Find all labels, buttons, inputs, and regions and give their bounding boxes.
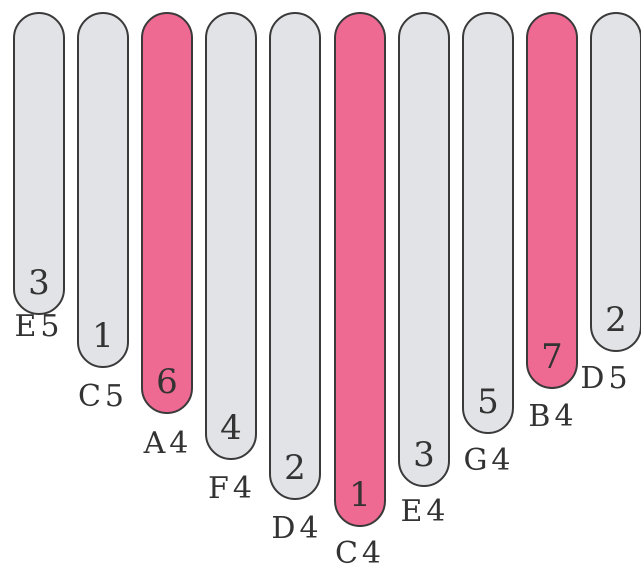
tine-f4[interactable]: 4 [205, 12, 257, 460]
note-label-d5: D5 [580, 361, 632, 396]
tine-c5[interactable]: 1 [77, 12, 129, 368]
tine-number: 1 [92, 316, 114, 356]
note-label-g4: G4 [463, 443, 515, 478]
tine-number: 7 [541, 337, 563, 377]
tine-number: 3 [28, 263, 50, 303]
note-label-c4: C4 [334, 536, 386, 571]
note-label-c5: C5 [77, 379, 129, 414]
note-label-e5: E5 [14, 309, 64, 344]
tine-c4[interactable]: 1 [334, 12, 386, 527]
tine-number: 1 [349, 475, 371, 515]
tine-number: 3 [413, 435, 435, 475]
note-label-f4: F4 [208, 471, 256, 506]
tine-e4[interactable]: 3 [398, 12, 450, 487]
tine-number: 6 [156, 362, 178, 402]
note-label-b4: B4 [528, 399, 578, 434]
tine-number: 4 [220, 408, 242, 448]
note-label-e4: E4 [400, 494, 450, 529]
tine-d5[interactable]: 2 [590, 12, 641, 352]
note-label-a4: A4 [143, 426, 193, 461]
tine-b4[interactable]: 7 [526, 12, 578, 389]
tine-number: 2 [284, 448, 306, 488]
tine-number: 2 [605, 300, 627, 340]
tine-d4[interactable]: 2 [269, 12, 321, 500]
tine-number: 5 [477, 382, 499, 422]
note-label-d4: D4 [271, 511, 323, 546]
tine-e5[interactable]: 3 [13, 12, 65, 315]
tine-a4[interactable]: 6 [141, 12, 193, 414]
tine-g4[interactable]: 5 [462, 12, 514, 434]
